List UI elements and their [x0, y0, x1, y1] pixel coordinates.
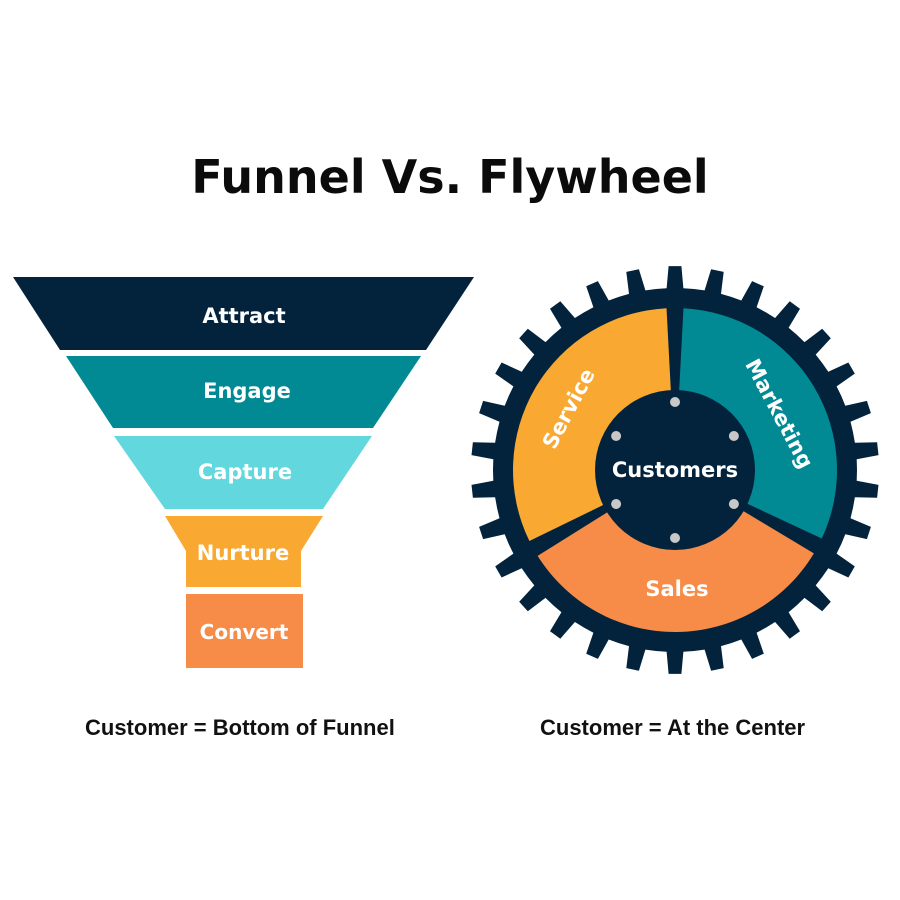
hub-dot: [670, 533, 680, 543]
funnel-stage-label: Capture: [198, 460, 292, 484]
funnel-stage-label: Engage: [203, 379, 291, 403]
flywheel-segment-service: [513, 308, 672, 542]
funnel-stage-convert: Convert: [186, 594, 303, 668]
hub-dot: [670, 397, 680, 407]
hub-dots: [611, 397, 739, 543]
flywheel-segment-label-sales: Sales: [645, 577, 708, 601]
flywheel-hub: [595, 390, 755, 550]
funnel-stage-shape: [66, 356, 421, 428]
funnel-caption: Customer = Bottom of Funnel: [85, 715, 395, 740]
flywheel-segment-sales: [537, 506, 814, 632]
funnel-stage-shape: [114, 436, 372, 509]
hub-dot: [728, 431, 739, 441]
funnel-stage-attract: Attract: [13, 277, 474, 350]
hub-dot: [611, 499, 622, 509]
funnel-stage-label: Convert: [200, 620, 289, 644]
funnel-stage-capture: Capture: [114, 436, 372, 509]
flywheel-caption: Customer = At the Center: [540, 715, 806, 740]
funnel-stage-shape: [13, 277, 474, 350]
page-title: Funnel Vs. Flywheel: [191, 150, 709, 204]
funnel: Attract Engage Capture Nurture Convert: [13, 277, 474, 668]
funnel-stage-nurture: Nurture: [165, 516, 323, 587]
flywheel-center-label: Customers: [612, 458, 738, 482]
flywheel-segment-marketing: [678, 308, 837, 539]
funnel-stage-shape: [186, 594, 303, 668]
funnel-stage-engage: Engage: [66, 356, 421, 428]
hub-dot: [728, 499, 739, 509]
funnel-stage-shape: [165, 516, 323, 587]
funnel-stage-label: Attract: [202, 304, 285, 328]
funnel-stage-label: Nurture: [197, 541, 289, 565]
hub-dot: [611, 431, 622, 441]
flywheel: Customers Service Marketing Sales: [471, 266, 879, 674]
